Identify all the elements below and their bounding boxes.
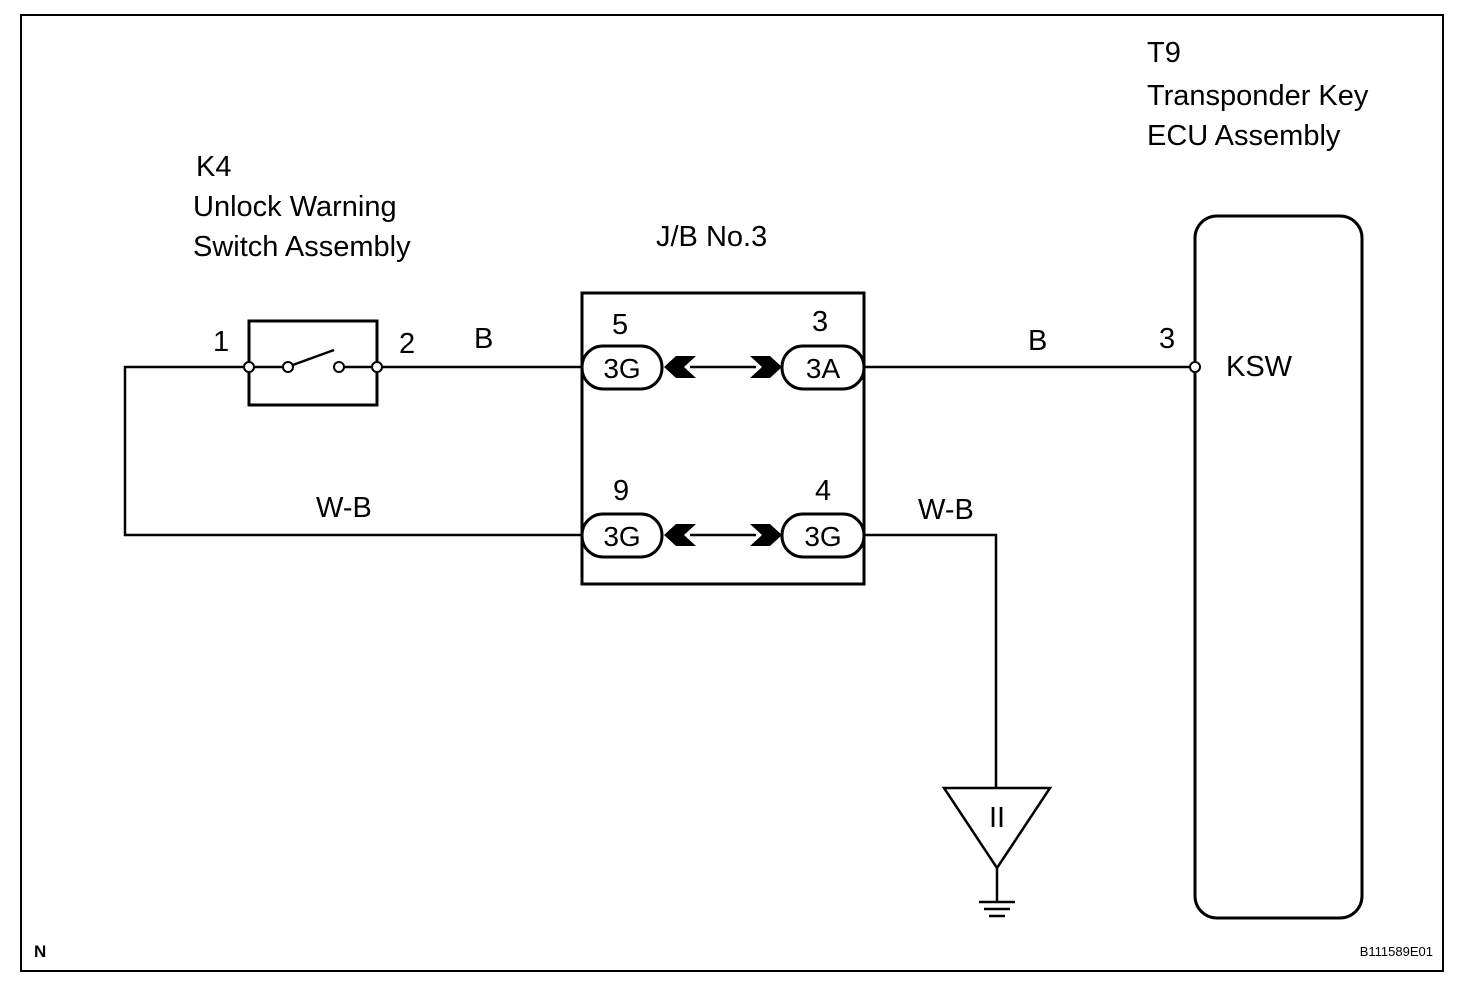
k4-pin-2: 2	[399, 328, 415, 360]
ground-symbol: II	[941, 786, 1053, 918]
jb-connector-4-label: 3G	[804, 521, 841, 552]
k4-switch-contact-2	[333, 361, 345, 373]
t9-terminal	[1189, 361, 1201, 373]
jb-pin-3: 3	[812, 306, 828, 338]
ground-label: II	[989, 802, 1005, 834]
wire-label-k4-return: W-B	[316, 492, 372, 524]
footer-left-mark: N	[34, 942, 46, 961]
k4-switch-box	[247, 319, 379, 407]
wire-label-jb-to-ground: W-B	[918, 494, 974, 526]
chevron-left-icon	[664, 356, 696, 378]
jb-row-bottom: 9 4 3G 3G	[580, 475, 866, 559]
jb-connector-4	[780, 512, 866, 559]
diagram-frame	[20, 14, 1444, 972]
k4-switch-blade	[289, 348, 335, 368]
jb-row-top: 5 3 3G 3A	[580, 306, 866, 391]
figure-id: B111589E01	[1360, 944, 1433, 959]
chevron-right-icon	[750, 356, 782, 378]
jb-pin-5: 5	[612, 309, 628, 341]
jb-name: J/B No.3	[656, 221, 767, 253]
ground-triangle	[941, 786, 1053, 871]
t9-terminal-label: KSW	[1226, 351, 1293, 383]
k4-terminal-1	[243, 361, 255, 373]
chevron-left-icon	[664, 524, 696, 546]
jb-connector-9-label: 3G	[603, 521, 640, 552]
t9-name-line2: ECU Assembly	[1147, 120, 1341, 152]
k4-pin-1: 1	[213, 326, 229, 358]
wire-label-k4-to-jb: B	[474, 323, 493, 355]
t9-name-line1: Transponder Key	[1147, 80, 1369, 112]
k4-terminal-2	[371, 361, 383, 373]
jb-connector-3	[780, 344, 866, 391]
t9-code: T9	[1147, 37, 1181, 69]
jb-pin-4: 4	[815, 475, 831, 507]
jb-connector-5	[580, 344, 664, 391]
jb-connector-9	[580, 512, 664, 559]
k4-name-line2: Switch Assembly	[193, 231, 411, 263]
t9-pin-3: 3	[1159, 323, 1175, 355]
wire-jb-to-ground	[864, 533, 998, 788]
jb-connector-5-label: 3G	[603, 353, 640, 384]
wire-k4-return	[123, 365, 582, 537]
wire-label-jb-to-t9: B	[1028, 325, 1047, 357]
k4-code: K4	[196, 151, 231, 183]
jb-pin-9: 9	[613, 475, 629, 507]
k4-switch-contact-1	[282, 361, 294, 373]
chevron-right-icon	[750, 524, 782, 546]
k4-switch-symbol	[243, 319, 383, 407]
k4-name-line1: Unlock Warning	[193, 191, 397, 223]
t9-ecu-box	[1193, 214, 1364, 920]
jb-connector-3-label: 3A	[806, 353, 841, 384]
